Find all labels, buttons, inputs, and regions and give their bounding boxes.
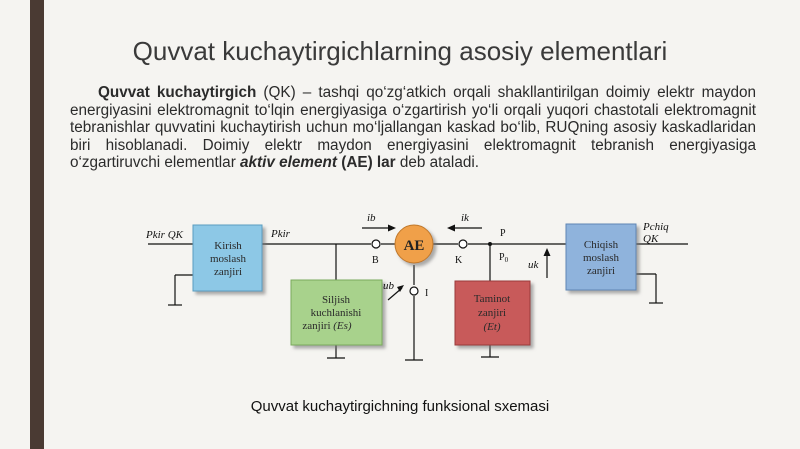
term-bold: Quvvat kuchaytirgich bbox=[98, 84, 257, 101]
output-block-line-2: moslash bbox=[583, 252, 620, 264]
para-abbr: (QK) – bbox=[256, 84, 319, 101]
diagram-caption: Quvvat kuchaytirgichning funksional sxem… bbox=[250, 398, 550, 415]
ae-label: AE bbox=[404, 238, 425, 254]
label-b: B bbox=[372, 255, 379, 266]
input-block-line-1: Kirish bbox=[214, 240, 242, 252]
supply-block-line-3: (Et) bbox=[483, 321, 500, 333]
supply-block bbox=[454, 280, 531, 346]
label-pkir: Pkir bbox=[270, 228, 291, 240]
para-text-1: tashqi qo‘zg‘atkich orqali shakllantiril… bbox=[70, 84, 757, 172]
slide-title: Quvvat kuchaytirgichlarning asosiy eleme… bbox=[132, 36, 668, 66]
terminal-i bbox=[409, 286, 419, 296]
label-i: I bbox=[425, 288, 428, 299]
label-p0: P0 bbox=[499, 252, 509, 264]
label-ub: ub bbox=[383, 280, 395, 292]
label-pchiq: Pchiq bbox=[642, 221, 669, 233]
input-block bbox=[192, 224, 263, 292]
label-uk: uk bbox=[528, 259, 540, 271]
output-block-line-3: zanjiri bbox=[587, 265, 615, 277]
label-ik: ik bbox=[461, 212, 470, 224]
left-accent-bar bbox=[30, 0, 44, 449]
output-block bbox=[565, 223, 637, 291]
bias-block-line-2: kuchlanishi bbox=[311, 307, 362, 319]
label-pkir-qk: Pkir QK bbox=[145, 229, 184, 241]
active-term: aktiv element bbox=[240, 154, 337, 172]
supply-block-line-1: Taminot bbox=[474, 293, 511, 305]
input-block-line-2: moslash bbox=[210, 253, 247, 265]
label-ib: ib bbox=[367, 212, 376, 224]
ae-label: (AE) lar bbox=[336, 154, 396, 172]
bias-block bbox=[290, 279, 383, 346]
terminal-b bbox=[371, 239, 381, 249]
body-paragraph: Quvvat kuchaytirgich (QK) – tashqi qo‘zg… bbox=[70, 84, 756, 172]
ae-circle bbox=[394, 224, 434, 264]
supply-block-line-2: zanjiri bbox=[478, 307, 506, 319]
terminal-k bbox=[458, 239, 468, 249]
label-qk: QK bbox=[643, 233, 659, 245]
label-p: P bbox=[500, 228, 506, 239]
label-k: K bbox=[455, 255, 463, 266]
bias-block-line-1: Siljish bbox=[322, 294, 351, 306]
output-block-line-1: Chiqish bbox=[584, 239, 619, 251]
input-block-line-3: zanjiri bbox=[214, 266, 242, 278]
para-text-2: deb ataladi. bbox=[395, 154, 479, 172]
bias-block-line-3: zanjiri (Es) bbox=[302, 320, 352, 332]
